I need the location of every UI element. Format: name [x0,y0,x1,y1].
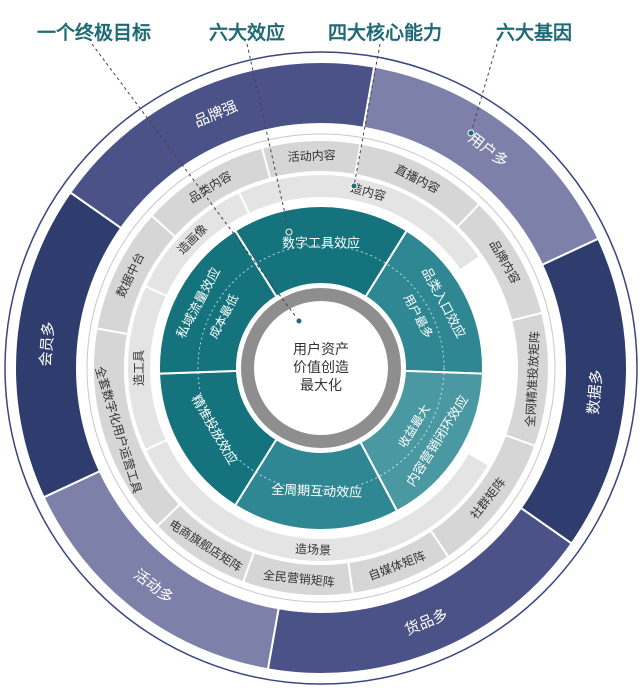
header-six-effects: 六大效应 [209,22,286,44]
center-text-line: 最大化 [300,378,342,394]
header-six-genes: 六大基因 [496,22,573,44]
capability-segment [143,190,251,298]
capability-label: 造场景 [295,542,332,558]
gene-segment [68,61,376,230]
header-four-capabilities: 四大核心能力 [328,22,443,44]
pointer-line [246,43,290,233]
center-core [254,301,388,435]
effect-label: 数字工具效应 [282,236,360,252]
center-text-line: 用户资产 [293,341,349,358]
gene-label: 数据多 [584,369,606,415]
matrix-label: 全民营销矩阵 [262,567,335,589]
header-ultimate-goal: 一个终极目标 [37,22,152,44]
effect-label: 全周期互动效应 [271,482,363,501]
pointer-line [353,43,381,187]
matrix-label: 活动内容 [287,147,336,164]
gene-label: 会员多 [36,321,58,367]
matrix-label: 全网精准投放矩阵 [522,331,542,428]
pointer-line [91,43,300,322]
pointer-dot [467,129,475,137]
pointer-dot [350,182,358,190]
center-text-line: 价值创造 [293,360,349,376]
capability-segment [237,173,482,272]
pointer-dot [295,317,303,325]
matrix-segment [260,139,362,180]
pointer-dot [285,228,293,236]
effects-dotted-ring [197,244,445,492]
capability-label: 造工具 [132,350,146,386]
